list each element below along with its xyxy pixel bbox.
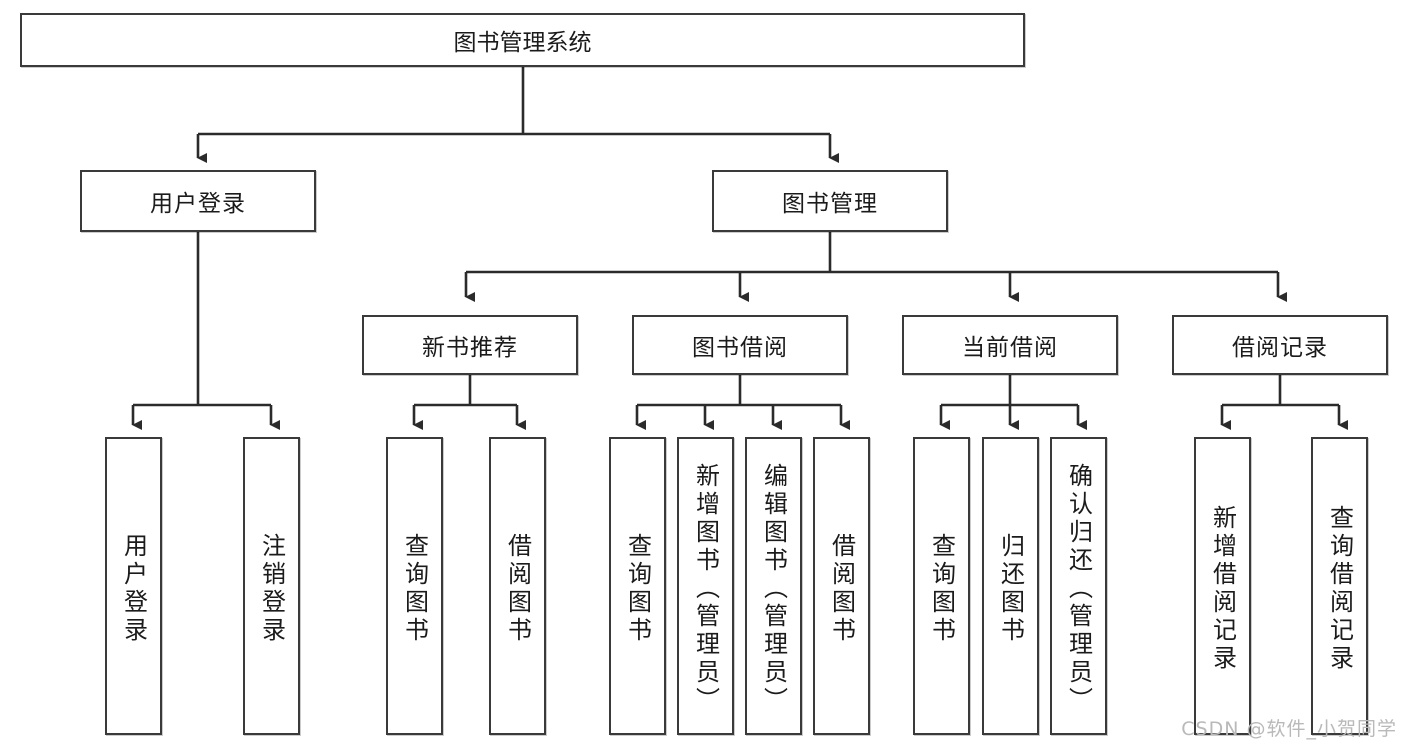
node-book-borrow[interactable]: 图书借阅 <box>632 315 848 375</box>
leaf-current-query-book[interactable]: 查询图书 <box>913 437 970 735</box>
node-label: 用户登录 <box>150 191 246 217</box>
node-label: 图书管理 <box>782 191 878 217</box>
node-current-borrow[interactable]: 当前借阅 <box>902 315 1118 375</box>
node-label: 图书借阅 <box>692 335 788 361</box>
node-label: 借阅图书 <box>503 533 532 645</box>
leaf-borrow-edit-book-admin[interactable]: 编辑图书（管理员） <box>745 437 802 735</box>
leaf-record-add-record[interactable]: 新增借阅记录 <box>1194 437 1251 735</box>
leaf-current-return-book[interactable]: 归还图书 <box>982 437 1039 735</box>
leaf-user-login-login[interactable]: 用户登录 <box>105 437 162 735</box>
leaf-current-confirm-return-admin[interactable]: 确认归还（管理员） <box>1050 437 1107 735</box>
node-label: 查询图书 <box>927 533 956 645</box>
node-label: 借阅图书 <box>827 533 856 645</box>
node-root-system[interactable]: 图书管理系统 <box>20 13 1025 67</box>
node-label: 新书推荐 <box>422 335 518 361</box>
node-book-management[interactable]: 图书管理 <box>712 170 948 232</box>
node-label: 当前借阅 <box>962 335 1058 361</box>
node-label: 图书管理系统 <box>453 30 592 56</box>
node-label: 用户登录 <box>119 533 148 645</box>
node-label: 查询图书 <box>623 533 652 645</box>
node-label: 新增借阅记录 <box>1208 505 1237 673</box>
leaf-borrow-borrow-book[interactable]: 借阅图书 <box>813 437 870 735</box>
node-label: 借阅记录 <box>1232 335 1328 361</box>
node-label: 注销登录 <box>257 533 286 645</box>
node-label: 查询图书 <box>400 533 429 645</box>
node-user-login[interactable]: 用户登录 <box>80 170 316 232</box>
node-label: 新增图书（管理员） <box>691 463 720 715</box>
node-new-book-recommend[interactable]: 新书推荐 <box>362 315 578 375</box>
node-label: 编辑图书（管理员） <box>759 463 788 715</box>
leaf-borrow-add-book-admin[interactable]: 新增图书（管理员） <box>677 437 734 735</box>
node-label: 确认归还（管理员） <box>1064 463 1093 715</box>
leaf-recommend-query-book[interactable]: 查询图书 <box>386 437 443 735</box>
leaf-record-query-record[interactable]: 查询借阅记录 <box>1311 437 1368 735</box>
node-borrow-record[interactable]: 借阅记录 <box>1172 315 1388 375</box>
node-label: 查询借阅记录 <box>1325 505 1354 673</box>
leaf-recommend-borrow-book[interactable]: 借阅图书 <box>489 437 546 735</box>
node-label: 归还图书 <box>996 533 1025 645</box>
leaf-borrow-query-book[interactable]: 查询图书 <box>609 437 666 735</box>
leaf-user-login-logout[interactable]: 注销登录 <box>243 437 300 735</box>
